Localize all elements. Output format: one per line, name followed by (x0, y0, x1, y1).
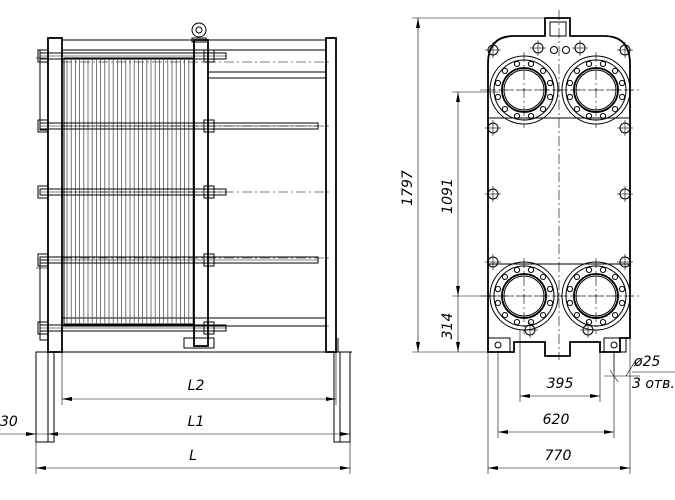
bolt-hole (485, 120, 501, 136)
port-flange (558, 52, 634, 128)
port-flange (486, 52, 562, 128)
bolt-hole (617, 42, 633, 58)
dim-1797-label: 1797 (400, 170, 416, 206)
dim-l1-label: L1 (188, 414, 205, 430)
pressure-plate (193, 39, 209, 347)
bolt-hole (485, 186, 501, 202)
bolt-hole (485, 254, 501, 270)
front-foot-left (487, 337, 511, 353)
dim-l-label: L (189, 448, 197, 464)
dim-offset-label: 30 (0, 414, 18, 430)
bolt-hole (617, 186, 633, 202)
dim-1091-label: 1091 (440, 178, 456, 214)
bolt-hole (617, 120, 633, 136)
hole-count-label: 3 отв. (632, 376, 675, 392)
front-view (480, 10, 640, 360)
front-view-dimensions: 1797 1091 314 395 620 770 (400, 17, 675, 474)
port-flange (558, 258, 634, 334)
support-column (325, 37, 337, 353)
dim-770-label: 770 (545, 448, 572, 464)
dim-l2-label: L2 (188, 378, 205, 394)
tie-bolt (37, 185, 227, 199)
bolt-hole (522, 322, 538, 338)
frame-plate (487, 17, 631, 357)
dim-395-label: 395 (547, 376, 574, 392)
hole-diameter-label: ø25 (633, 354, 660, 370)
dim-314-label: 314 (440, 313, 456, 340)
bolt-hole (580, 322, 596, 338)
lifting-eye (191, 22, 207, 38)
bolt-hole (485, 42, 501, 58)
bolt-hole (530, 40, 546, 56)
side-view (35, 22, 352, 443)
bolt-hole (572, 40, 588, 56)
bolt-hole (617, 254, 633, 270)
tie-bolt (37, 49, 227, 63)
right-foot (333, 351, 351, 443)
side-view-dimensions: L2 L1 30 L (0, 352, 351, 474)
left-foot (35, 351, 55, 443)
dim-620-label: 620 (543, 412, 570, 428)
front-foot-right (603, 337, 627, 353)
